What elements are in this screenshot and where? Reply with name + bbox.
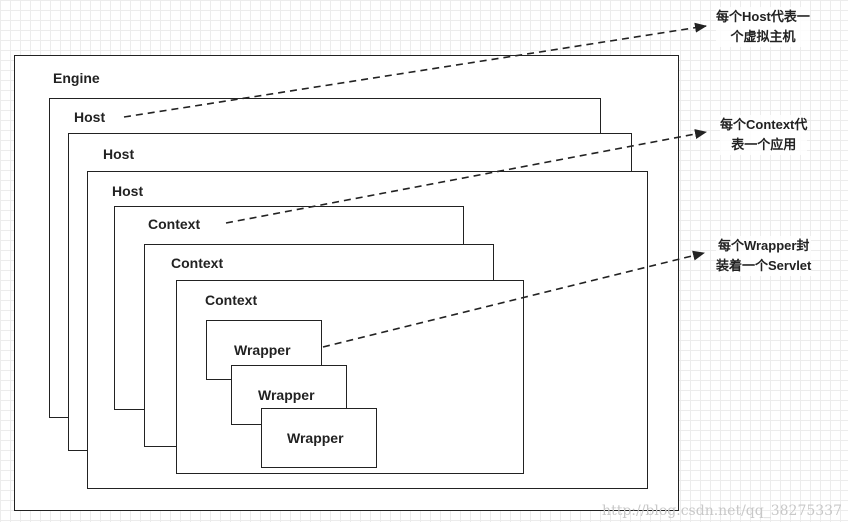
host-label: Host <box>103 146 135 162</box>
context-note-line: 表一个应用 <box>731 137 797 152</box>
host-note: 每个Host代表一 个虚拟主机 <box>716 7 810 47</box>
context-note: 每个Context代 表一个应用 <box>720 115 808 155</box>
context-label: Context <box>171 255 224 271</box>
context-label: Context <box>205 292 258 308</box>
host-label: Host <box>112 183 144 199</box>
wrapper-label: Wrapper <box>287 430 344 446</box>
wrapper-note-line: 每个Wrapper封 <box>717 238 810 253</box>
wrapper-label: Wrapper <box>258 387 315 403</box>
context-label: Context <box>148 216 201 232</box>
host-note-line: 每个Host代表一 <box>716 9 810 24</box>
wrapper-label: Wrapper <box>234 342 291 358</box>
context-note-line: 每个Context代 <box>720 117 808 132</box>
wrapper-note-line: 装着一个Servlet <box>716 258 812 273</box>
watermark: http://blog.csdn.net/qq_38275337 <box>602 503 842 519</box>
wrapper-note: 每个Wrapper封 装着一个Servlet <box>716 236 812 276</box>
host-label: Host <box>74 109 106 125</box>
wrapper-box: Wrapper <box>261 408 377 468</box>
engine-label: Engine <box>53 70 100 86</box>
host-note-line: 个虚拟主机 <box>730 29 796 44</box>
